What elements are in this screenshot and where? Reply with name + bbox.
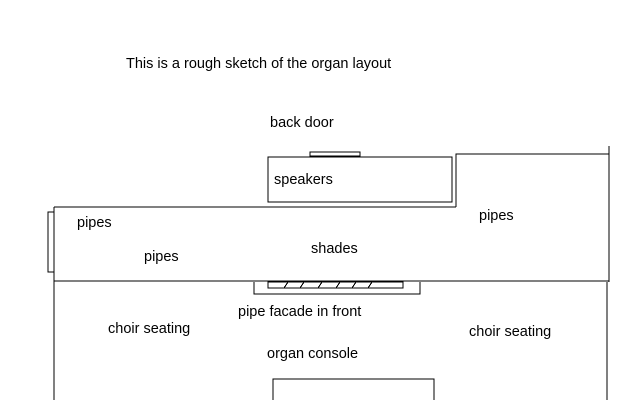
- choir-seating-right-label: choir seating: [469, 324, 551, 340]
- shades-label: shades: [311, 241, 358, 257]
- back-door: [309, 151, 361, 157]
- choir-seating-left-label: choir seating: [108, 321, 190, 337]
- pipes-label-left-mid: pipes: [144, 249, 179, 265]
- organ-console-box: [272, 378, 435, 400]
- pipe-facade-hatching: [283, 281, 373, 289]
- right-pipe-chamber-outline: [455, 153, 609, 207]
- speakers-label: speakers: [274, 172, 333, 188]
- pipe-facade-label: pipe facade in front: [238, 304, 361, 320]
- sketch-title: This is a rough sketch of the organ layo…: [126, 56, 391, 72]
- left-wall-panel: [47, 211, 55, 273]
- speakers-box: [267, 156, 453, 203]
- pipe-facade-bracket: [253, 282, 421, 295]
- organ-console-label: organ console: [267, 346, 358, 362]
- pipes-label-left-top: pipes: [77, 215, 112, 231]
- back-door-label: back door: [270, 115, 334, 131]
- pipe-facade: [267, 281, 404, 289]
- pipes-label-right: pipes: [479, 208, 514, 224]
